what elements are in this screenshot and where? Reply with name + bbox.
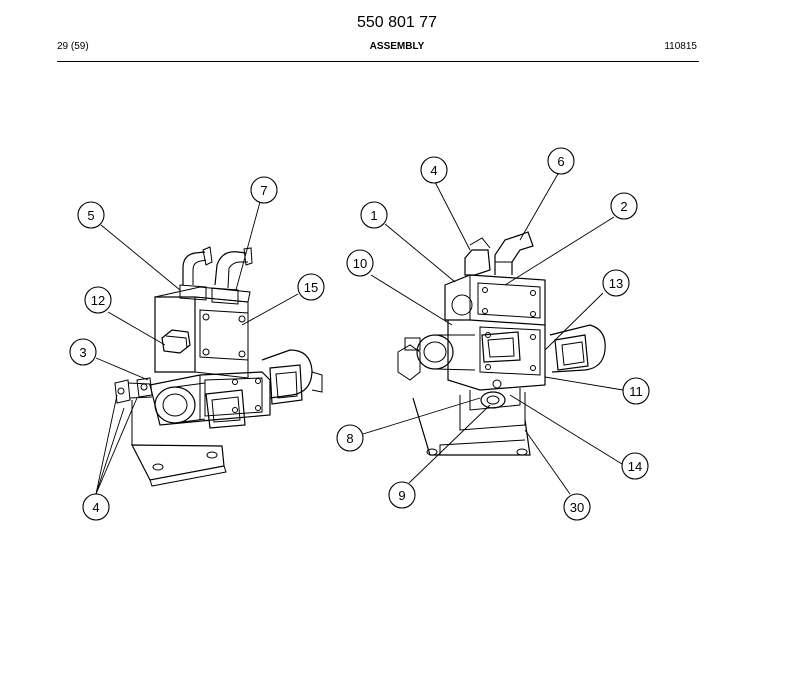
- leader-lines: [95, 171, 624, 495]
- svg-text:9: 9: [398, 488, 405, 503]
- svg-text:15: 15: [304, 280, 318, 295]
- callout-13: 13: [602, 269, 630, 297]
- document-date: 110815: [664, 41, 697, 52]
- svg-text:10: 10: [353, 256, 367, 271]
- svg-text:12: 12: [91, 293, 105, 308]
- callout-15: 15: [297, 273, 325, 301]
- svg-text:4: 4: [430, 163, 437, 178]
- left-assembly-illustration: [114, 246, 323, 487]
- svg-text:5: 5: [87, 208, 94, 223]
- callout-14: 14: [621, 452, 649, 480]
- section-title: ASSEMBLY: [369, 41, 425, 52]
- callout-9: 9: [388, 481, 416, 509]
- callout-7: 7: [250, 176, 278, 204]
- callout-10: 10: [346, 249, 374, 277]
- svg-text:6: 6: [557, 154, 564, 169]
- svg-text:13: 13: [609, 276, 623, 291]
- svg-text:1: 1: [370, 208, 377, 223]
- page-reference: 29 (59): [57, 41, 89, 52]
- svg-text:11: 11: [629, 384, 643, 399]
- callout-1: 1: [360, 201, 388, 229]
- right-assembly-illustration: [397, 231, 606, 456]
- document-number: 550 801 77: [356, 14, 438, 31]
- callout-12: 12: [84, 286, 112, 314]
- svg-text:3: 3: [79, 345, 86, 360]
- callout-3: 3: [69, 338, 97, 366]
- svg-text:14: 14: [628, 459, 642, 474]
- callout-4-left: 4: [82, 493, 110, 521]
- left-callouts: 5 7 12 15 3 4: [69, 176, 325, 521]
- callout-30: 30: [563, 493, 591, 521]
- right-callouts: 4 6 1 2 10 13 11 8: [336, 147, 650, 521]
- svg-text:30: 30: [570, 500, 584, 515]
- callout-11: 11: [622, 377, 650, 405]
- callout-8: 8: [336, 424, 364, 452]
- header-rule: [57, 61, 699, 62]
- svg-text:4: 4: [92, 500, 99, 515]
- svg-text:2: 2: [620, 199, 627, 214]
- callout-5: 5: [77, 201, 105, 229]
- callout-2: 2: [610, 192, 638, 220]
- svg-text:7: 7: [260, 183, 267, 198]
- callout-6: 6: [547, 147, 575, 175]
- svg-text:8: 8: [346, 431, 353, 446]
- callout-4-right: 4: [420, 156, 448, 184]
